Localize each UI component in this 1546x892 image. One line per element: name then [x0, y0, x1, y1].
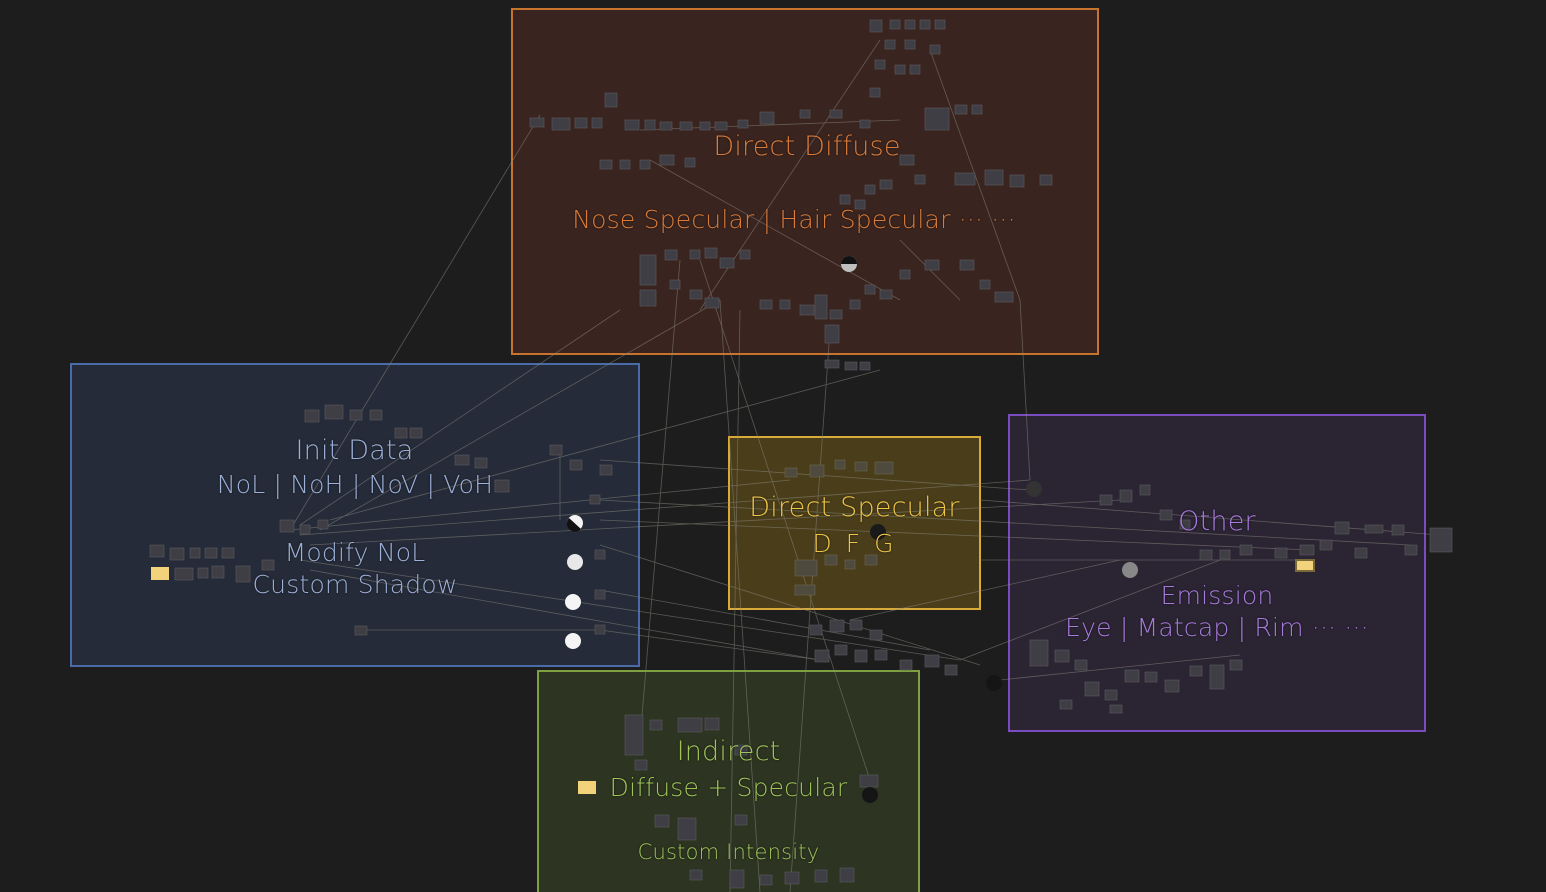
group-frame-indirect[interactable] [537, 670, 920, 892]
group-direct-diffuse: Direct Diffuse Nose Specular | Hair Spec… [512, 9, 1098, 354]
group-note: Modify NoL [284, 538, 426, 567]
preview-sphere [870, 524, 886, 540]
group-title: Indirect [676, 736, 781, 767]
group-subtitle: Diffuse + Specular [609, 773, 848, 802]
group-subtitle: D F G [812, 529, 897, 558]
group-other: Other Emission Eye | Matcap | Rim ··· ··… [1009, 415, 1425, 731]
node-cluster-direct-specular [784, 459, 894, 596]
color-swatch-node [1295, 559, 1315, 572]
node-cluster-direct-diffuse [529, 19, 1053, 371]
node-cluster-init-data [149, 404, 613, 636]
preview-sphere [567, 554, 583, 570]
node-cluster-other [1029, 484, 1453, 714]
group-note: Eye | Matcap | Rim ··· ··· [1065, 613, 1369, 642]
group-title: Init Data [295, 435, 414, 466]
group-note: Custom Shadow [252, 570, 458, 599]
color-swatch-node [578, 781, 596, 794]
group-direct-specular: Direct Specular D F G [729, 437, 980, 609]
preview-sphere [986, 675, 1002, 691]
group-subtitle: Emission [1160, 581, 1274, 610]
group-title: Other [1178, 506, 1256, 537]
color-swatch-node [151, 567, 169, 580]
preview-sphere [1026, 481, 1042, 497]
group-subtitle: NoL | NoH | NoV | VoH [216, 470, 494, 499]
group-title: Direct Specular [749, 492, 960, 523]
preview-sphere [1122, 562, 1138, 578]
group-frame-direct-specular[interactable] [728, 436, 981, 610]
group-note: Custom Intensity [637, 840, 820, 864]
preview-sphere [565, 594, 581, 610]
group-indirect: Indirect Diffuse + Specular Custom Inten… [538, 671, 919, 892]
node-cluster-middle [809, 619, 958, 676]
group-subtitle: Nose Specular | Hair Specular ··· ··· [572, 205, 1016, 234]
group-title: Direct Diffuse [713, 131, 901, 162]
group-frame-other[interactable] [1008, 414, 1426, 732]
preview-sphere [862, 787, 878, 803]
preview-sphere [565, 633, 581, 649]
group-init-data: Init Data NoL | NoH | NoV | VoH Modify N… [71, 364, 639, 666]
preview-sphere-nodes [565, 256, 1138, 803]
node-cluster-indirect [624, 714, 879, 889]
connection-wires [289, 39, 1441, 892]
